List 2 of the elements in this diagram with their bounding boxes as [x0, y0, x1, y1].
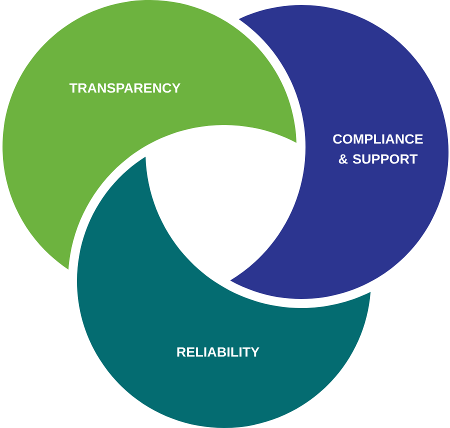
- crescent-segment: TRANSPARENCY: [2, 0, 296, 270]
- crescent-segment: COMPLIANCE & SUPPORT: [230, 5, 448, 299]
